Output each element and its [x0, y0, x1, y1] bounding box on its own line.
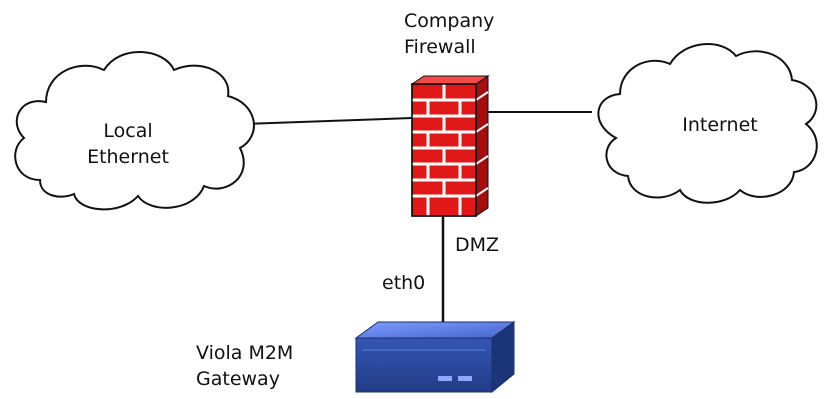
gateway-label: Viola M2M Gateway — [196, 340, 293, 392]
eth0-label: eth0 — [382, 270, 425, 296]
firewall-label: Company Firewall — [404, 8, 494, 60]
cloud-icon — [14, 51, 255, 211]
cloud-icon — [597, 43, 818, 204]
internet-label-text: Internet — [682, 114, 758, 136]
local-ethernet-label: Local Ethernet — [82, 118, 174, 170]
local-ethernet-label-line1: Local — [103, 120, 153, 142]
gateway-label-line1: Viola M2M — [196, 342, 294, 364]
internet-label: Internet — [668, 112, 772, 138]
firewall-label-line2: Firewall — [404, 36, 476, 58]
link-local-to-firewall — [243, 117, 413, 125]
gateway-label-line2: Gateway — [196, 368, 280, 390]
firewall-label-line1: Company — [404, 10, 495, 32]
local-ethernet-label-line2: Ethernet — [87, 146, 169, 168]
brick-wall-icon — [410, 75, 490, 217]
dmz-label: DMZ — [455, 232, 499, 258]
dmz-label-text: DMZ — [455, 234, 500, 256]
eth0-label-text: eth0 — [382, 272, 426, 294]
network-appliance-icon — [354, 321, 516, 394]
